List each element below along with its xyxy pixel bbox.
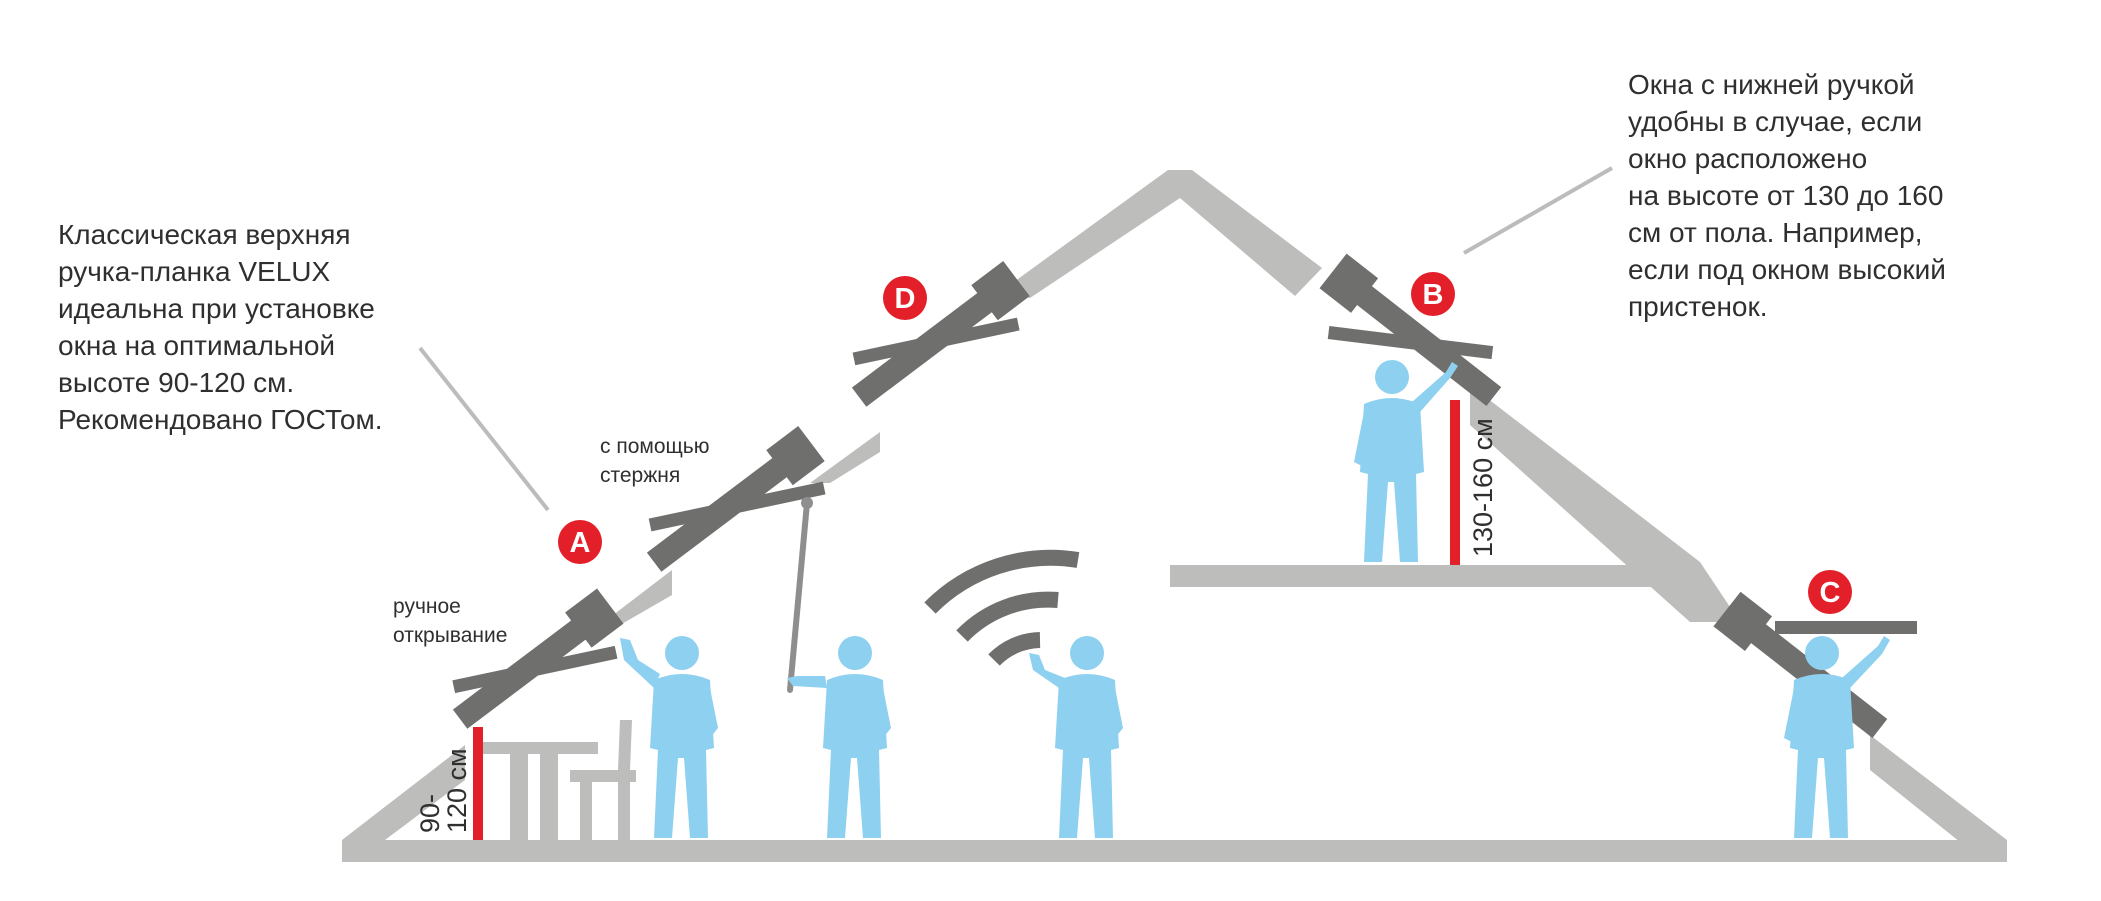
person-icon xyxy=(620,636,718,838)
furniture xyxy=(480,720,636,840)
window-d-sash xyxy=(852,317,1020,366)
mezzanine-floor xyxy=(1170,565,1655,587)
badge-d: D xyxy=(883,276,927,320)
right-rafter-upper xyxy=(1180,170,1322,296)
window-b-sash xyxy=(1327,326,1494,360)
badge-a-text: A xyxy=(570,527,591,559)
height-a-line2: 120 см xyxy=(442,748,472,833)
badge-c: C xyxy=(1808,570,1852,614)
left-rafter-seg2 xyxy=(600,570,672,625)
person-icon xyxy=(787,636,891,838)
with-rod-label: с помощью стержня xyxy=(600,435,710,487)
right-rafter-middle xyxy=(1470,385,1740,622)
person-icon xyxy=(1784,636,1890,838)
height-bar-b xyxy=(1450,400,1460,565)
height-indicators xyxy=(473,400,1460,840)
window-c-sash xyxy=(1775,621,1917,634)
leader-lines xyxy=(418,166,1613,512)
leader-left xyxy=(418,346,550,512)
badge-b-text: B xyxy=(1423,279,1444,311)
left-description: Классическая верхняя ручка-планка VELUX … xyxy=(58,219,383,435)
left-rafter-seg3 xyxy=(810,432,880,483)
person-icon xyxy=(1029,636,1123,838)
opening-rod xyxy=(787,497,813,693)
windows xyxy=(452,253,1917,738)
height-bar-a xyxy=(473,727,483,840)
right-rafter-lower xyxy=(1870,735,2007,862)
badge-a: A xyxy=(558,520,602,564)
left-rafter-lower xyxy=(342,745,465,840)
leader-right xyxy=(1463,166,1613,255)
people xyxy=(620,360,1890,838)
height-b-label: 130-160 см xyxy=(1468,418,1498,557)
window-a-sash xyxy=(452,645,618,694)
height-a-line1: 90- xyxy=(415,794,445,833)
table-icon xyxy=(480,742,598,840)
person-icon xyxy=(1354,360,1458,562)
left-rafter-upper xyxy=(1000,170,1180,298)
right-description: Окна с нижней ручкой удобны в случае, ес… xyxy=(1628,69,1946,322)
badge-b: B xyxy=(1411,272,1455,316)
window-b xyxy=(1319,253,1502,407)
chair-icon xyxy=(570,720,636,840)
badge-c-text: C xyxy=(1820,577,1841,609)
floor-beam xyxy=(342,840,2007,862)
badge-d-text: D xyxy=(895,283,916,315)
window-rod-sash xyxy=(648,481,826,532)
manual-opening-label: ручное открывание xyxy=(393,595,508,647)
roof-structure xyxy=(342,170,2007,862)
wifi-signal-icon xyxy=(924,549,1080,666)
